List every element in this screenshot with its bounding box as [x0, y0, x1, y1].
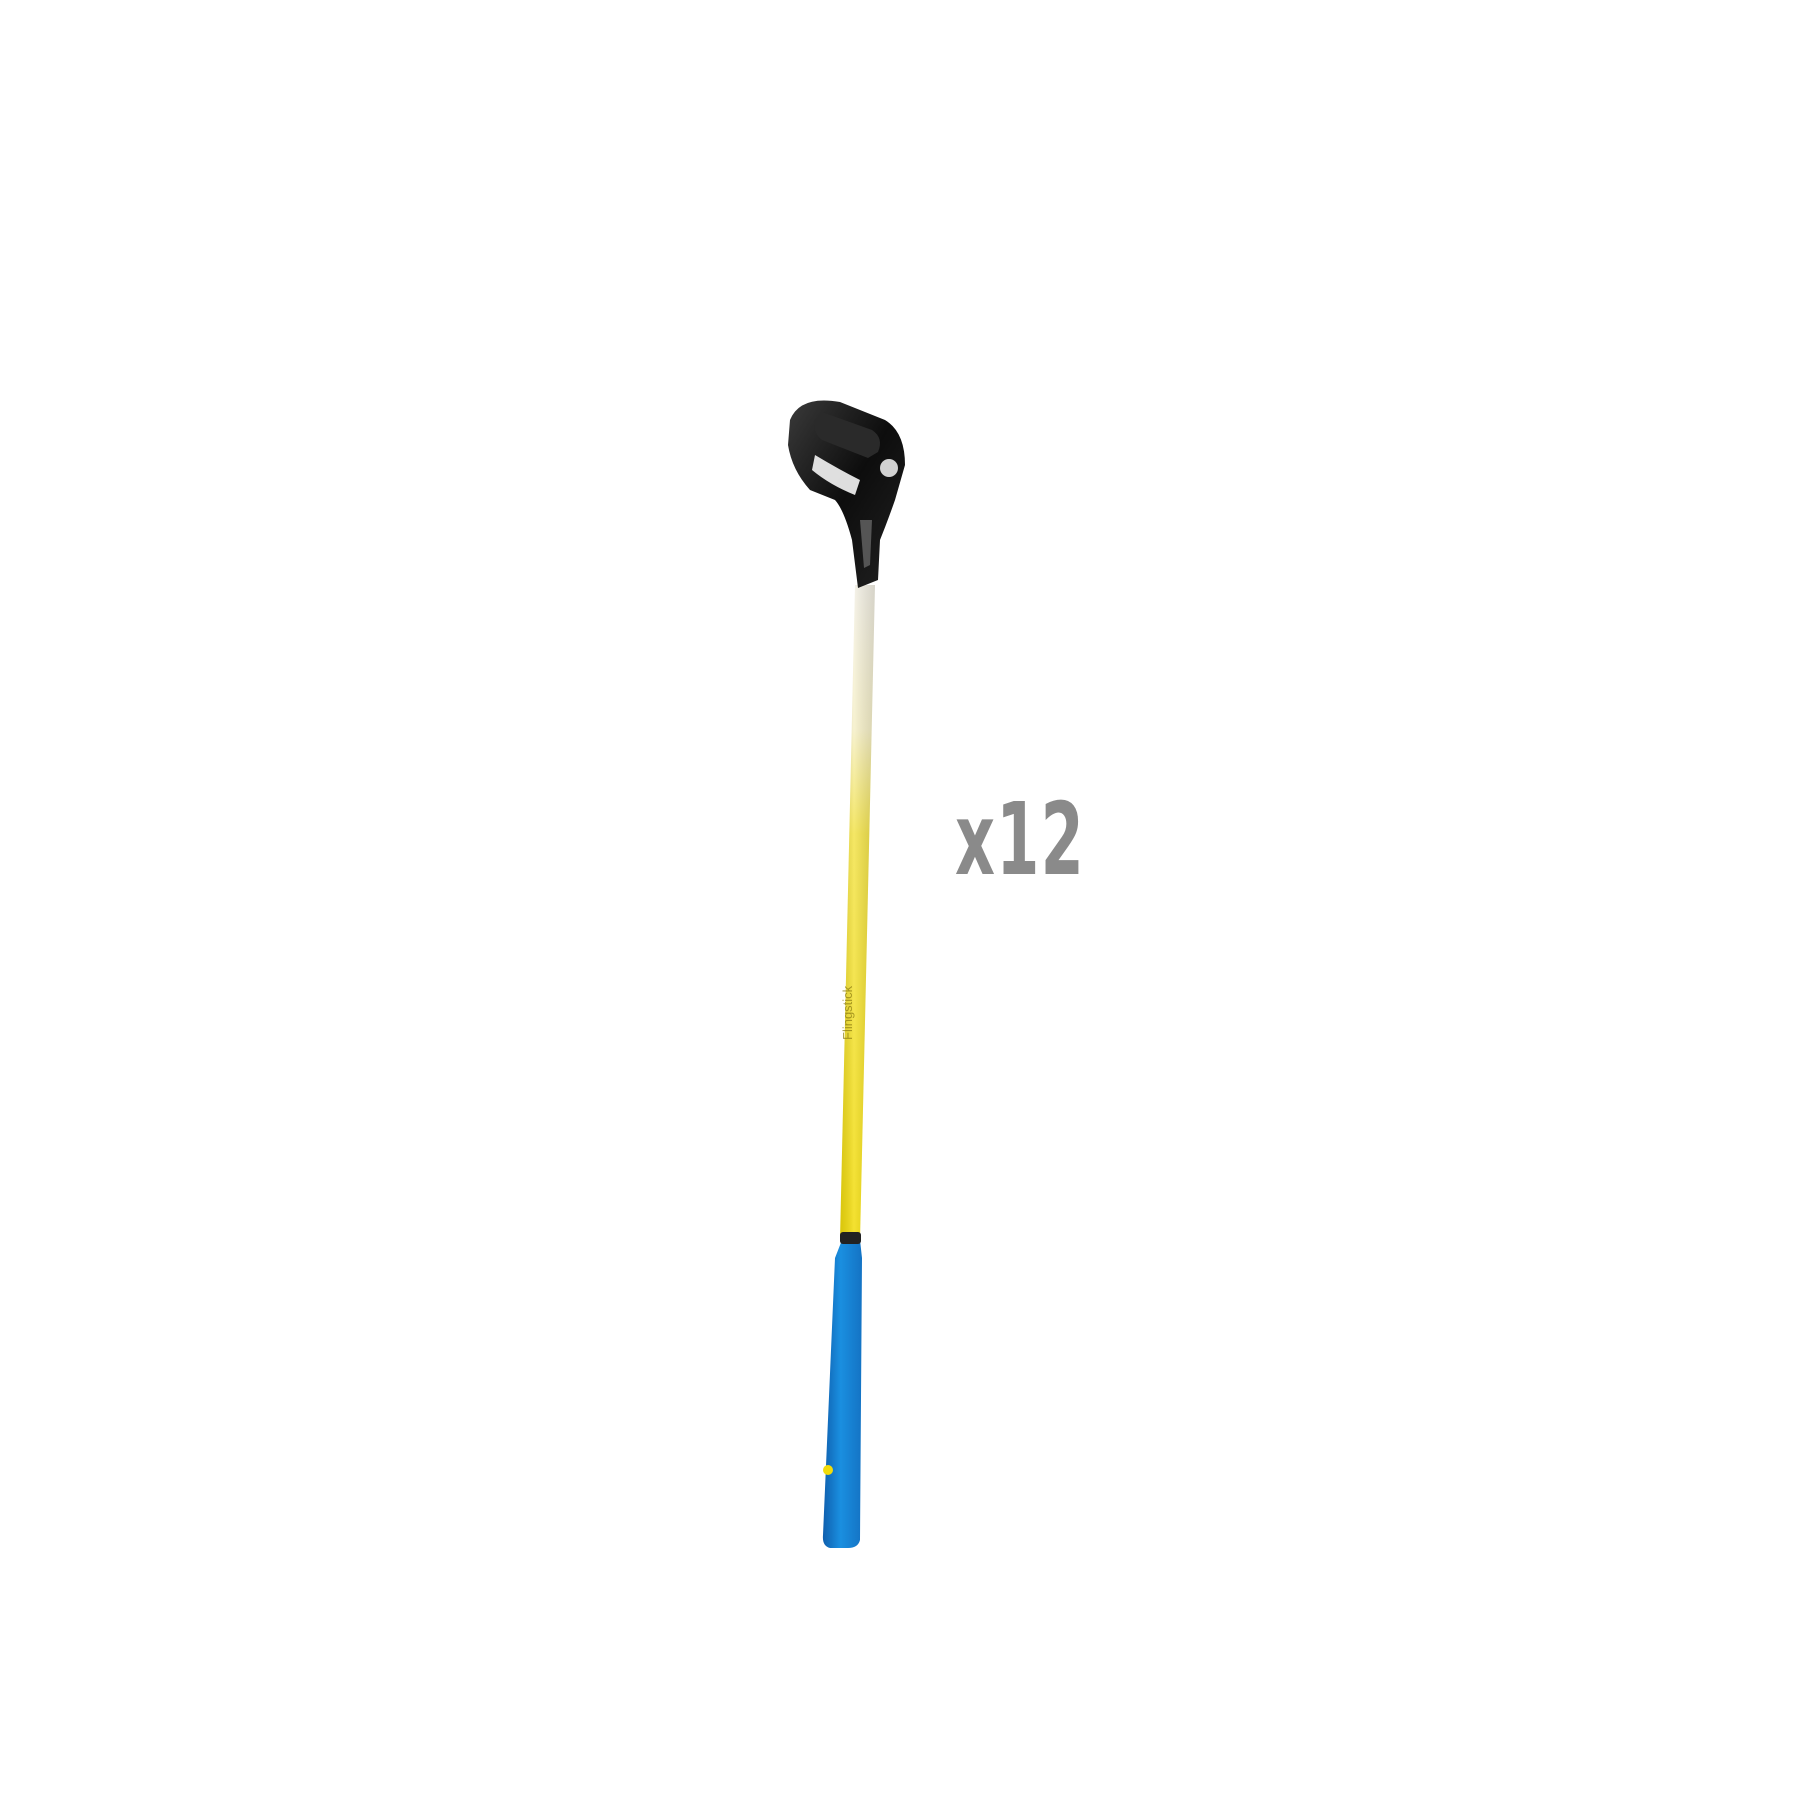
quantity-label: x12: [955, 790, 1085, 890]
brand-text: Flingstick: [840, 985, 855, 1040]
head: [788, 400, 905, 588]
shaft: Flingstick: [840, 585, 875, 1240]
quantity-text: x12: [955, 781, 1085, 898]
grip: [822, 1232, 862, 1548]
